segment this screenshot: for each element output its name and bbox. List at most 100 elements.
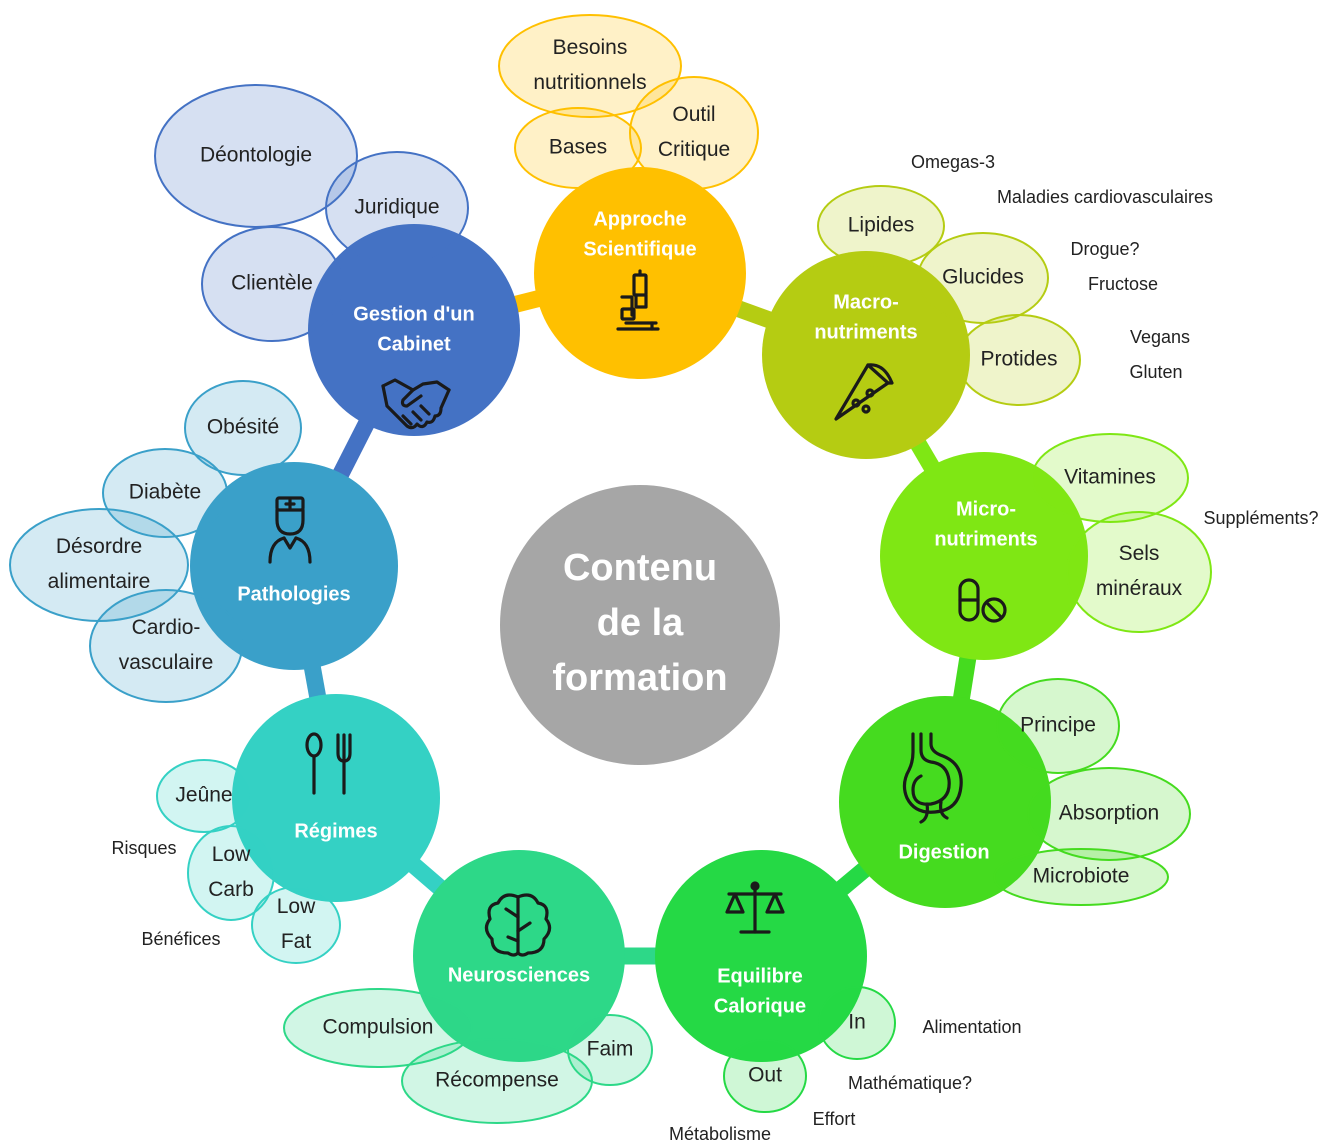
topic-label-line: Digestion	[898, 841, 989, 863]
topic-label-line: Approche	[593, 208, 686, 230]
topic-label: Régimes	[294, 820, 377, 842]
sub-bubble-label-line: Carb	[208, 878, 254, 901]
note-label: Fructose	[1088, 274, 1158, 294]
topic-label: Digestion	[898, 841, 989, 863]
sub-bubble-shape	[89, 589, 243, 703]
note-label: Risques	[111, 838, 176, 858]
center-title-text-line: de la	[597, 602, 684, 644]
topic-label: Neurosciences	[448, 964, 590, 986]
sub-bubble: Out	[723, 1039, 807, 1113]
sub-bubble-label: Principe	[1020, 714, 1096, 737]
center-circle	[500, 485, 780, 765]
sub-bubble-label-line: Bases	[549, 136, 607, 159]
sub-bubble-label-line: In	[848, 1011, 866, 1034]
sub-bubble-label-line: Microbiote	[1033, 865, 1130, 888]
note-label: Métabolisme	[669, 1124, 771, 1144]
sub-bubble-label-line: Sels	[1119, 542, 1160, 565]
sub-bubble-label: Protides	[980, 348, 1057, 371]
sub-bubble-shape	[996, 678, 1120, 774]
sub-bubble-label-line: alimentaire	[48, 570, 151, 593]
topic-macro: Macro-nutrimentsLipidesGlucidesProtidesO…	[762, 152, 1213, 459]
topic-circle	[762, 251, 970, 459]
sub-bubble-label-line: Fat	[281, 930, 312, 953]
sub-bubble-label-line: nutritionnels	[533, 71, 646, 94]
sub-bubble-shape	[514, 107, 642, 189]
topic-circle	[190, 462, 398, 670]
note-label: Drogue?	[1070, 239, 1139, 259]
note-label: Maladies cardiovasculaires	[997, 187, 1213, 207]
sub-bubble-shape	[957, 314, 1081, 406]
note-label: Omegas-3	[911, 152, 995, 172]
sub-bubble-label-line: Glucides	[942, 266, 1024, 289]
center-title-text-line: Contenu	[563, 547, 717, 589]
pizza-icon	[834, 363, 894, 421]
sub-bubble-label: Out	[748, 1064, 782, 1087]
sub-bubble-label: Lipides	[848, 214, 915, 237]
sub-bubble: Microbiote	[993, 848, 1169, 906]
sub-bubble: Glucides	[917, 232, 1049, 324]
topic-label-line: Scientifique	[583, 238, 696, 260]
sub-bubble-label-line: Clientèle	[231, 272, 313, 295]
topic-label-line: Micro-	[956, 498, 1016, 520]
sub-bubble-label-line: Out	[748, 1064, 782, 1087]
sub-bubble-shape	[201, 226, 343, 342]
sub-bubble: Absorption	[1027, 767, 1191, 861]
sub-bubble-shape	[102, 448, 228, 538]
sub-bubble-shape	[325, 151, 469, 265]
sub-bubble: Principe	[996, 678, 1120, 774]
sub-bubble-shape	[1031, 433, 1189, 523]
sub-bubble-label: Juridique	[354, 196, 439, 219]
sub-bubble-label-line: Vitamines	[1064, 466, 1156, 489]
sub-bubble-label-line: Protides	[980, 348, 1057, 371]
sub-bubble-shape	[283, 988, 473, 1068]
topic-circle	[308, 224, 520, 436]
topic-circle	[413, 850, 625, 1062]
sub-bubble-label: Diabète	[129, 481, 201, 504]
sub-bubble-shape	[993, 848, 1169, 906]
sub-bubble: Bases	[514, 107, 642, 189]
topic-circle	[655, 850, 867, 1062]
note-label: Vegans	[1130, 327, 1190, 347]
sub-bubble-shape	[498, 14, 682, 118]
sub-bubble: Protides	[957, 314, 1081, 406]
sub-bubble-label-line: Juridique	[354, 196, 439, 219]
sub-bubble: Déontologie	[154, 84, 358, 228]
sub-bubble-label: Vitamines	[1064, 466, 1156, 489]
sub-bubble-shape	[187, 825, 275, 921]
sub-bubble-label-line: minéraux	[1096, 577, 1183, 600]
sub-bubble: Obésité	[184, 380, 302, 476]
sub-bubble-label: Faim	[587, 1038, 634, 1061]
sub-bubble-label-line: Outil	[672, 103, 715, 126]
note-label: Gluten	[1129, 362, 1182, 382]
note-label: Mathématique?	[848, 1073, 972, 1093]
topic-label-line: nutriments	[814, 321, 917, 343]
pills-icon	[958, 578, 1007, 623]
sub-bubble: Vitamines	[1031, 433, 1189, 523]
note-label: Alimentation	[922, 1017, 1021, 1037]
note-label: Bénéfices	[141, 929, 220, 949]
sub-bubble: Sels minéraux	[1066, 511, 1212, 633]
sub-bubble-label: In	[848, 1011, 866, 1034]
sub-bubble: Compulsion	[283, 988, 473, 1068]
sub-bubble-shape	[1066, 511, 1212, 633]
topic-label-line: Pathologies	[237, 583, 350, 605]
sub-bubble-label-line: Lipides	[848, 214, 915, 237]
sub-bubble-label: Récompense	[435, 1069, 559, 1092]
sub-bubble: Clientèle	[201, 226, 343, 342]
topic-label-line: Régimes	[294, 820, 377, 842]
sub-bubble-label-line: Diabète	[129, 481, 201, 504]
sub-bubble-shape	[567, 1014, 653, 1086]
